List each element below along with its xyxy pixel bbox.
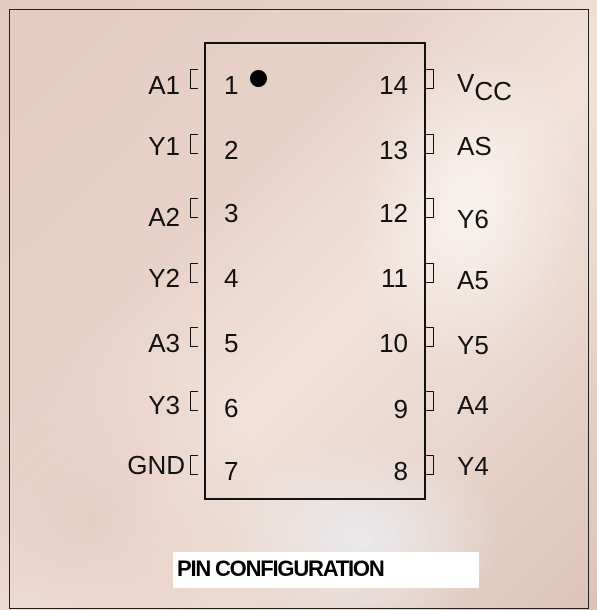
diagram-frame [9,9,589,609]
pin-lead-5 [190,327,198,347]
pin-11-number: 11 [381,263,408,293]
pin-lead-1 [190,69,198,89]
pin1-indicator-dot [250,70,267,87]
pin-lead-9 [426,391,434,411]
pin-3-signal: A2 [148,202,180,232]
pin-3-number: 3 [224,198,239,228]
caption-box: PIN CONFIGURATION [173,552,479,588]
pin-14-signal: VCC [457,70,512,104]
pin-lead-7 [190,455,198,475]
pin-13-number: 13 [379,135,408,165]
pin-9-signal: A4 [457,390,489,420]
pin-14-signal-main: V [457,68,475,98]
pin-12-number: 12 [379,198,408,228]
pin-13-signal: AS [457,131,492,161]
pin-lead-12 [426,198,434,218]
pin-lead-14 [426,69,434,89]
pin-11-signal: A5 [457,265,489,295]
pin-7-number: 7 [224,456,239,486]
pin-5-signal: A3 [148,328,180,358]
pin-14-number: 14 [379,70,408,100]
pin-lead-6 [190,391,198,411]
pin-7-signal: GND [127,450,185,480]
caption-text: PIN CONFIGURATION [177,556,385,581]
pin-12-signal: Y6 [457,204,489,234]
pin-10-signal: Y5 [457,330,489,360]
pin-9-number: 9 [393,394,408,424]
pin-2-signal: Y1 [148,131,180,161]
pin-10-number: 10 [379,328,408,358]
pin-lead-10 [426,327,434,347]
pin-5-number: 5 [224,328,239,358]
pin-14-signal-subscript: CC [474,76,512,106]
pin-8-signal: Y4 [457,451,489,481]
pin-4-number: 4 [224,263,239,293]
pin-4-signal: Y2 [148,263,180,293]
pin-1-number: 1 [224,70,239,100]
pin-lead-11 [426,263,434,283]
pin-8-number: 8 [393,456,408,486]
pin-lead-4 [190,263,198,283]
pin-lead-13 [426,134,434,154]
pin-1-signal: A1 [148,70,180,100]
pin-lead-3 [190,198,198,218]
pin-2-number: 2 [224,135,239,165]
pin-6-number: 6 [224,393,239,423]
pin-6-signal: Y3 [148,390,180,420]
ic-package-body [204,42,426,500]
pin-lead-2 [190,134,198,154]
pin-lead-8 [426,455,434,475]
